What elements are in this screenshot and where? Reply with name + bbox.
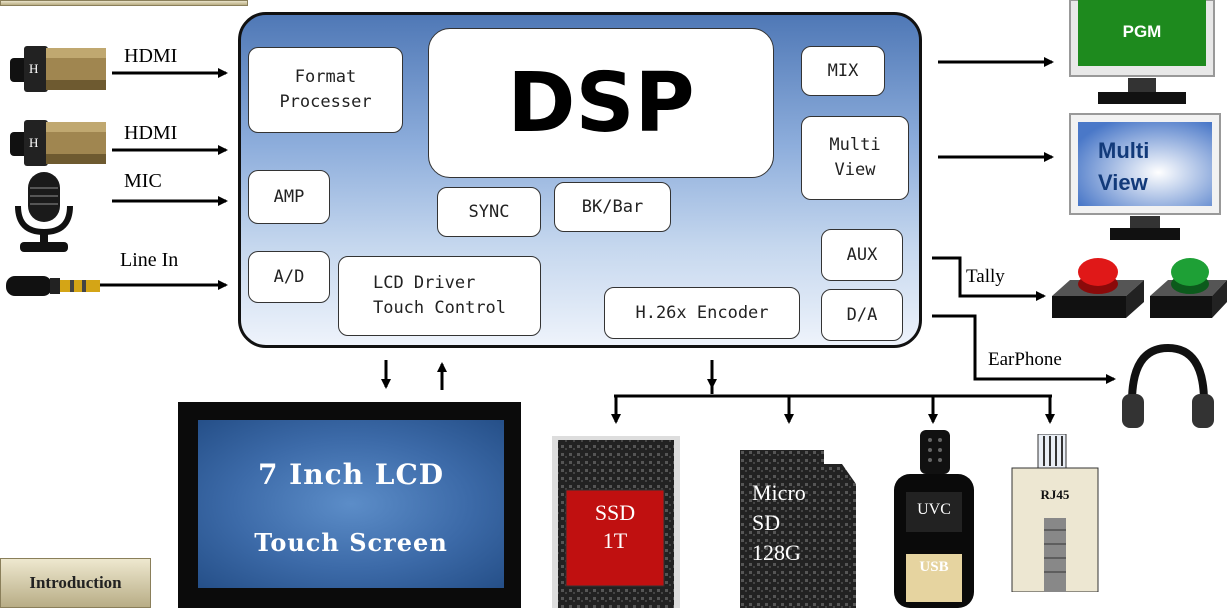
audio-jack-icon — [6, 276, 100, 296]
ssd-label-line2: 1T — [602, 528, 628, 553]
ssd-icon — [552, 436, 680, 608]
multi-view-box: Multi View — [801, 116, 909, 200]
camera-badge-2: H — [29, 135, 39, 150]
microphone-icon — [15, 172, 73, 252]
format-processer-box: Format Processer — [248, 47, 403, 133]
monitor-icon — [1069, 113, 1221, 240]
multiview-label-line2: View — [1098, 170, 1148, 195]
aux-box: AUX — [821, 229, 903, 281]
camera-icon — [10, 120, 106, 166]
tally-label: Tally — [966, 266, 1005, 287]
mic-label: MIC — [124, 170, 162, 192]
sd-label-line3: 128G — [752, 540, 801, 565]
lcd-screen — [198, 420, 504, 588]
uvc-label: UVC — [917, 501, 951, 518]
sync-box: SYNC — [437, 187, 541, 237]
amp-box: AMP — [248, 170, 330, 224]
dsp-title: DSP — [428, 28, 774, 178]
usb-label: USB — [919, 559, 949, 575]
usb-drive-icon — [894, 430, 974, 608]
camera-icon — [10, 46, 106, 92]
hdmi2-label: HDMI — [124, 122, 178, 144]
encoder-box: H.26x Encoder — [604, 287, 800, 339]
ad-box: A/D — [248, 251, 330, 303]
lcd-subtitle: Touch Screen — [254, 528, 448, 557]
ssd-label-line1: SSD — [594, 500, 636, 525]
pgm-label: PGM — [1122, 22, 1162, 41]
earphone-arrow — [932, 314, 1116, 384]
monitor-icon — [1069, 0, 1215, 104]
camera-badge-1: H — [29, 61, 39, 76]
tally-light-icon — [1150, 258, 1227, 318]
tally-arrow — [932, 256, 1046, 301]
sd-label-line1: Micro — [752, 480, 806, 505]
rj45-label: RJ45 — [1040, 487, 1070, 502]
tally-light-icon — [1052, 258, 1144, 318]
sd-label-line2: SD — [752, 510, 781, 535]
earphone-label: EarPhone — [988, 349, 1062, 370]
top-left-tab — [0, 0, 248, 6]
sd-card-icon — [740, 450, 856, 608]
headphones-icon — [1122, 343, 1214, 428]
da-box: D/A — [821, 289, 903, 341]
mix-box: MIX — [801, 46, 885, 96]
multiview-label-line1: Multi — [1098, 138, 1150, 163]
bk-bar-box: BK/Bar — [554, 182, 671, 232]
hdmi1-label: HDMI — [124, 45, 178, 67]
lcd-title: 7 Inch LCD — [257, 458, 445, 491]
lcd-driver-box: LCD Driver Touch Control — [338, 256, 541, 336]
line-in-label: Line In — [120, 249, 179, 271]
rj45-icon — [1011, 434, 1099, 592]
